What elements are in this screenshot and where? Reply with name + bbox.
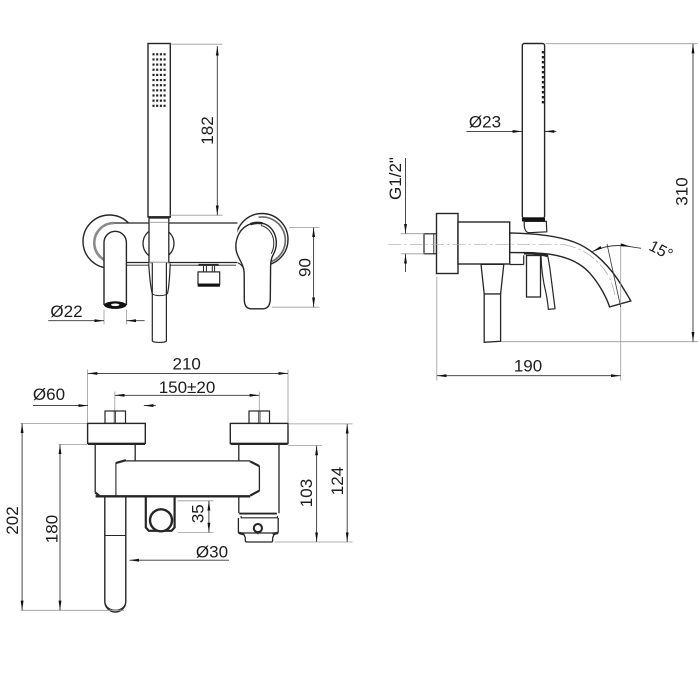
svg-text:124: 124 — [328, 467, 347, 495]
svg-text:15°: 15° — [646, 238, 675, 264]
svg-text:103: 103 — [297, 479, 316, 507]
svg-text:190: 190 — [514, 356, 542, 375]
svg-text:150±20: 150±20 — [159, 378, 216, 397]
svg-text:182: 182 — [198, 116, 217, 144]
svg-text:35: 35 — [188, 504, 207, 523]
svg-text:202: 202 — [3, 506, 22, 534]
svg-text:Ø23: Ø23 — [469, 113, 501, 132]
svg-text:G1/2": G1/2" — [386, 157, 405, 200]
svg-text:180: 180 — [43, 515, 62, 543]
svg-text:90: 90 — [296, 258, 315, 277]
svg-text:Ø30: Ø30 — [196, 543, 228, 562]
svg-text:210: 210 — [173, 355, 201, 374]
svg-text:Ø22: Ø22 — [50, 302, 82, 321]
svg-text:310: 310 — [673, 177, 692, 205]
svg-text:Ø60: Ø60 — [33, 385, 65, 404]
